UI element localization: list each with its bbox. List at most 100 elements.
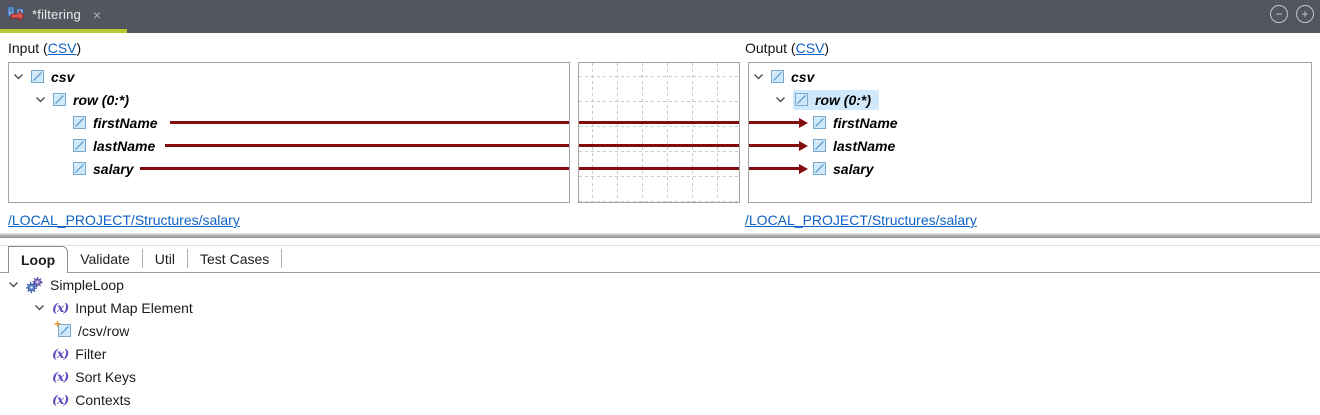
chevron-down-icon[interactable] — [13, 71, 24, 82]
output-node-csv[interactable]: csv — [749, 65, 1311, 88]
expression-icon: (x) — [52, 392, 69, 407]
input-node-firstname[interactable]: firstName — [9, 111, 569, 134]
node-label: firstName — [93, 114, 158, 131]
editor-tab-bar: *filtering × − + — [0, 0, 1320, 33]
close-icon[interactable]: × — [92, 6, 102, 23]
loop-node-contexts[interactable]: (x) Contexts — [0, 388, 1320, 411]
node-label: lastName — [93, 137, 156, 154]
collapse-all-button[interactable]: − — [1270, 5, 1288, 23]
input-tree-panel: csv row (0:*) firstName lastName salary — [8, 62, 570, 203]
input-label-prefix: Input ( — [8, 40, 48, 56]
element-icon — [813, 116, 826, 129]
tab-test-cases[interactable]: Test Cases — [200, 251, 270, 267]
input-node-csv[interactable]: csv — [9, 65, 569, 88]
dashed-grid — [579, 63, 739, 202]
node-label: csv — [51, 68, 75, 85]
mapping-line-lastname[interactable] — [165, 144, 569, 147]
mapping-canvas — [578, 62, 740, 203]
output-structure-link[interactable]: /LOCAL_PROJECT/Structures/salary — [745, 212, 977, 228]
output-node-row-selected[interactable]: row (0:*) — [749, 88, 1311, 111]
tab-folder-top-edge — [0, 245, 1320, 246]
node-label: firstName — [833, 114, 898, 131]
input-csv-link[interactable]: CSV — [47, 40, 77, 56]
output-csv-link[interactable]: CSV — [795, 40, 825, 56]
expression-icon: (x) — [52, 300, 69, 315]
output-node-firstname[interactable]: firstName — [749, 111, 1311, 134]
chevron-down-icon[interactable] — [753, 71, 764, 82]
output-tree-panel: csv row (0:*) firstName lastName salary — [748, 62, 1312, 203]
mapping-arrowhead-firstname — [799, 118, 808, 128]
tab-separator — [281, 249, 283, 268]
node-label: Sort Keys — [75, 368, 136, 385]
output-label-prefix: Output ( — [745, 40, 796, 56]
mapping-line-lastname[interactable] — [749, 144, 799, 147]
mapping-line-firstname[interactable] — [170, 121, 569, 124]
element-icon — [73, 139, 86, 152]
node-label: csv — [791, 68, 815, 85]
loop-node-input-map-element[interactable]: (x) Input Map Element — [0, 296, 1320, 319]
input-node-lastname[interactable]: lastName — [9, 134, 569, 157]
element-icon — [813, 162, 826, 175]
loop-node-simpleloop[interactable]: SimpleLoop — [0, 273, 1320, 296]
tab-separator — [141, 249, 143, 268]
tab-validate[interactable]: Validate — [80, 251, 130, 267]
active-tab-underline — [0, 29, 127, 33]
element-icon — [53, 93, 66, 106]
mapping-line-salary[interactable] — [140, 167, 569, 170]
horizontal-splitter[interactable] — [0, 233, 1320, 238]
mapping-line-lastname[interactable] — [579, 144, 739, 147]
node-label: salary — [833, 160, 874, 177]
loop-tree: SimpleLoop (x) Input Map Element + /csv/… — [0, 273, 1320, 411]
node-label: SimpleLoop — [50, 276, 124, 293]
input-label-suffix: ) — [76, 40, 82, 56]
expand-all-button[interactable]: + — [1296, 5, 1314, 23]
input-node-salary[interactable]: salary — [9, 157, 569, 180]
input-section-label: Input (CSV) — [8, 40, 81, 56]
input-node-row[interactable]: row (0:*) — [9, 88, 569, 111]
expression-icon: (x) — [52, 369, 69, 384]
node-label: salary — [93, 160, 134, 177]
chevron-down-icon[interactable] — [35, 94, 46, 105]
editor-tab-filtering[interactable]: *filtering × — [0, 0, 111, 29]
editor-tab-title: *filtering — [32, 7, 81, 22]
chevron-down-icon[interactable] — [34, 302, 45, 313]
output-section-label: Output (CSV) — [745, 40, 829, 56]
tab-util[interactable]: Util — [154, 251, 176, 267]
loop-node-csv-row[interactable]: + /csv/row — [0, 317, 1320, 342]
chevron-down-icon[interactable] — [8, 279, 19, 290]
node-label: Input Map Element — [75, 299, 193, 316]
element-icon — [795, 93, 808, 106]
element-icon — [771, 70, 784, 83]
mapping-line-salary[interactable] — [749, 167, 799, 170]
loop-node-sort-keys[interactable]: (x) Sort Keys — [0, 365, 1320, 388]
element-icon — [73, 116, 86, 129]
element-icon — [73, 162, 86, 175]
element-add-icon: + — [54, 317, 72, 338]
tab-separator — [187, 249, 189, 268]
mapping-file-icon — [7, 6, 25, 24]
node-label: row (0:*) — [815, 91, 871, 108]
node-label: Filter — [75, 345, 107, 362]
output-node-lastname[interactable]: lastName — [749, 134, 1311, 157]
mapping-line-firstname[interactable] — [579, 121, 739, 124]
loop-node-filter[interactable]: (x) Filter — [0, 342, 1320, 365]
chevron-down-icon[interactable] — [775, 94, 786, 105]
node-label: lastName — [833, 137, 896, 154]
mapping-arrowhead-lastname — [799, 141, 808, 151]
selected-node-highlight: row (0:*) — [793, 89, 879, 110]
input-structure-link[interactable]: /LOCAL_PROJECT/Structures/salary — [8, 212, 240, 228]
node-label: row (0:*) — [73, 91, 129, 108]
mapping-line-firstname[interactable] — [749, 121, 799, 124]
output-label-suffix: ) — [824, 40, 830, 56]
gears-icon — [26, 276, 43, 293]
element-icon — [31, 70, 44, 83]
node-label: Contexts — [75, 391, 131, 408]
node-label: /csv/row — [78, 322, 130, 339]
expression-icon: (x) — [52, 346, 69, 361]
element-icon — [813, 139, 826, 152]
output-node-salary[interactable]: salary — [749, 157, 1311, 180]
tab-loop[interactable]: Loop — [8, 246, 69, 273]
mapping-line-salary[interactable] — [579, 167, 739, 170]
mapping-arrowhead-salary — [799, 164, 808, 174]
